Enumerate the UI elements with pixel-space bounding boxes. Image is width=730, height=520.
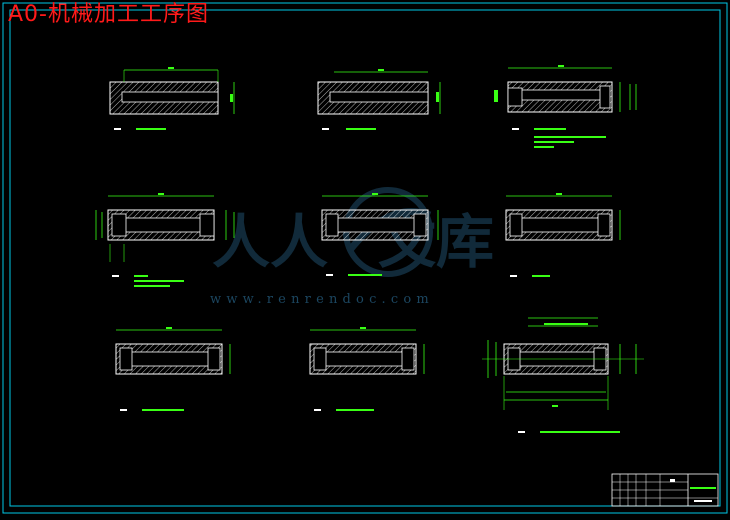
title-block: [611, 473, 719, 507]
watermark-url: www.renrendoc.com: [210, 292, 434, 307]
sheet-title: A0-机械加工工序图: [8, 2, 209, 27]
process-view-4: [95, 193, 235, 287]
process-view-8: [309, 327, 425, 411]
process-view-5: [321, 193, 439, 276]
process-view-9: [482, 317, 644, 433]
process-view-1: [109, 67, 235, 130]
inner-frame: [9, 9, 721, 507]
process-view-6: [505, 193, 621, 277]
svg-text:人人: 人人: [212, 208, 328, 276]
outer-frame: [2, 2, 728, 514]
process-view-7: [115, 327, 231, 411]
process-view-3: [494, 65, 637, 148]
process-view-2: [317, 69, 441, 130]
watermark-logo: 人人 文库: [212, 187, 494, 277]
